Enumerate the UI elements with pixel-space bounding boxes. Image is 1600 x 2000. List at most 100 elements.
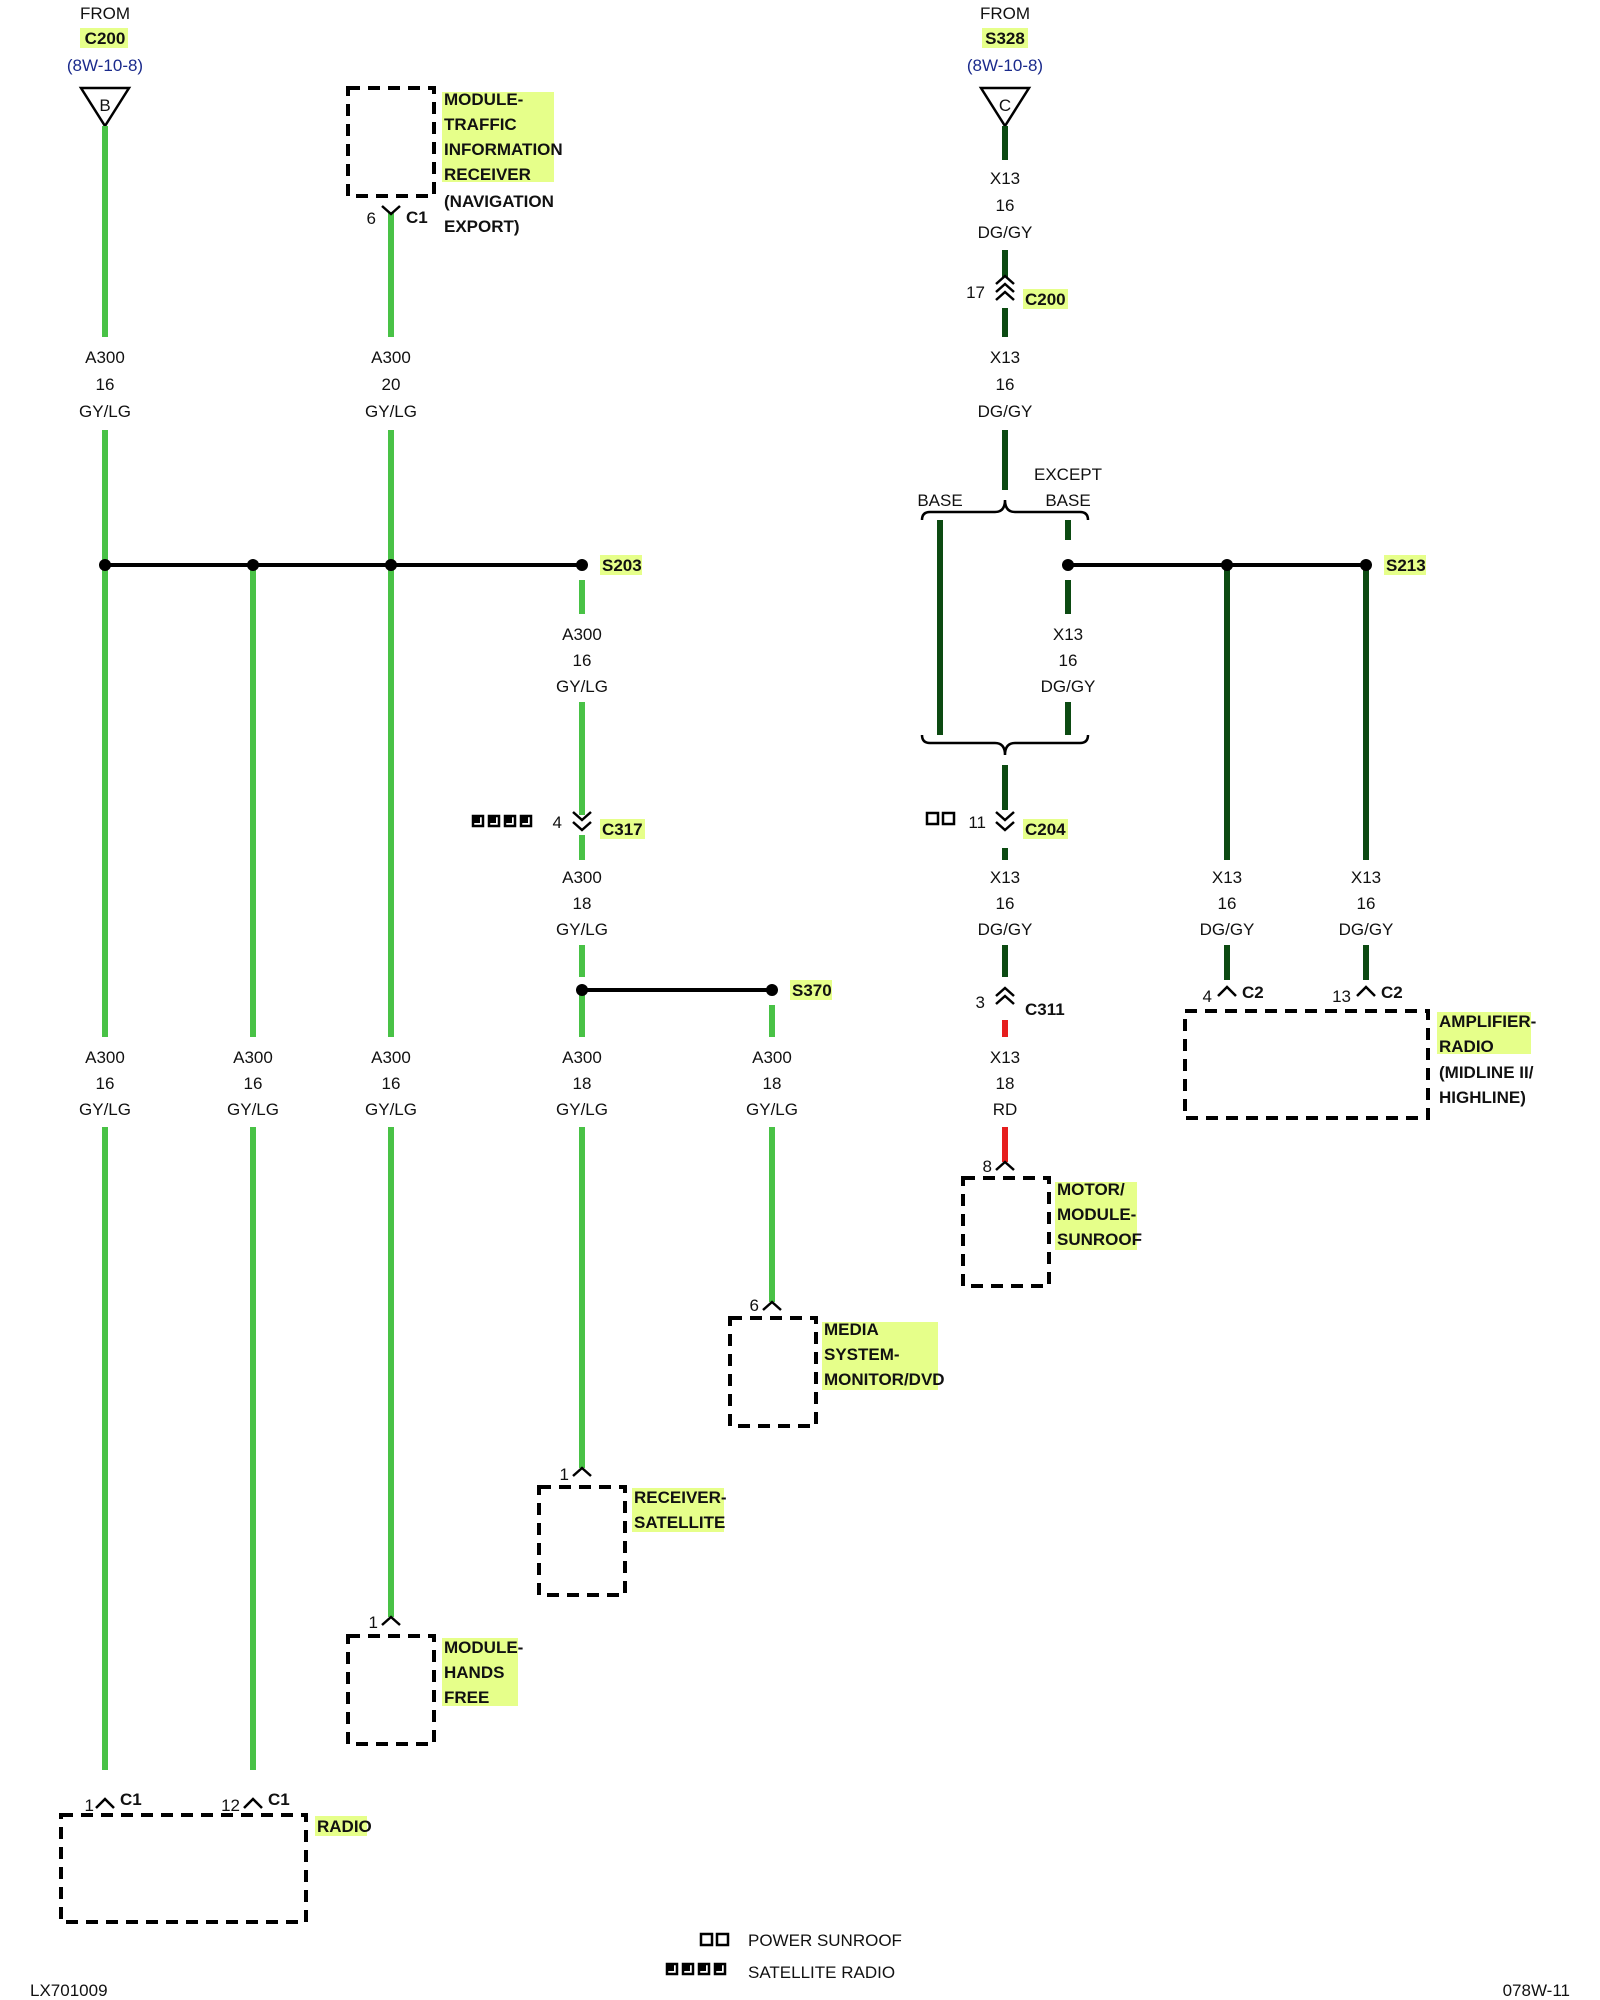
component-label-line: SYSTEM- bbox=[824, 1345, 900, 1364]
pin-8: 8 bbox=[983, 1157, 992, 1176]
source-c-from: FROM bbox=[980, 4, 1030, 23]
splice-dot bbox=[99, 559, 111, 571]
highlight bbox=[315, 1816, 367, 1836]
sunroof-module-box bbox=[961, 1176, 1051, 1288]
bottom-brace bbox=[920, 734, 1090, 756]
splice-dot bbox=[1062, 559, 1074, 571]
footer-left-id: LX701009 bbox=[30, 1981, 108, 2000]
wire-gauge-label: 16 bbox=[1059, 651, 1078, 670]
source-c-triangle bbox=[978, 86, 1032, 129]
pin-1: 1 bbox=[369, 1613, 378, 1632]
component-label-line: INFORMATION bbox=[444, 140, 563, 159]
pin-6: 6 bbox=[367, 209, 376, 228]
component-label-line: MONITOR/DVD bbox=[824, 1370, 945, 1389]
splice-s370-label: S370 bbox=[792, 981, 832, 1000]
connector-symbol bbox=[572, 811, 592, 832]
legend-satellite-radio: SATELLITE RADIO bbox=[748, 1963, 895, 1982]
source-b-from: FROM bbox=[80, 4, 130, 23]
wire-circuit-label: A300 bbox=[752, 1048, 792, 1067]
component-label-line: SATELLITE bbox=[634, 1513, 725, 1532]
wire-gauge-label: 16 bbox=[96, 1074, 115, 1093]
satellite-receiver-box bbox=[537, 1485, 627, 1597]
connector-symbol bbox=[381, 205, 401, 216]
wire-circuit-label: A300 bbox=[371, 1048, 411, 1067]
component-label-line: HANDS bbox=[444, 1663, 504, 1682]
component-note-line: (NAVIGATION bbox=[444, 192, 554, 211]
pin-4: 4 bbox=[1203, 987, 1212, 1006]
component-label-line: RADIO bbox=[1439, 1037, 1494, 1056]
highlight bbox=[442, 92, 554, 182]
satellite-radio-icon bbox=[471, 814, 533, 828]
wire-gauge-label: 16 bbox=[1218, 894, 1237, 913]
power-sunroof-icon bbox=[925, 811, 956, 826]
amplifier-radio-box bbox=[1183, 1009, 1430, 1120]
highlight bbox=[80, 28, 128, 48]
component-label-line: MOTOR/ bbox=[1057, 1180, 1125, 1199]
wire-color-label: GY/LG bbox=[365, 1100, 417, 1119]
wire-color-label: DG/GY bbox=[978, 920, 1033, 939]
splice-dot bbox=[247, 559, 259, 571]
connector-symbol bbox=[995, 811, 1015, 832]
highlight bbox=[1437, 1012, 1531, 1054]
pin-17: 17 bbox=[966, 283, 985, 302]
connector-c2-label: C2 bbox=[1242, 983, 1264, 1002]
component-label-line: MODULE- bbox=[1057, 1205, 1136, 1224]
wire-gauge-label: 16 bbox=[996, 196, 1015, 215]
pin-4: 4 bbox=[553, 813, 562, 832]
component-label-line: SUNROOF bbox=[1057, 1230, 1142, 1249]
connectors: 6 C1 17 C200 4 C317 11 C204 3 C311 bbox=[85, 205, 1403, 1815]
highlight bbox=[1055, 1182, 1137, 1250]
source-b-group: FROM C200 (8W-10-8) B bbox=[67, 4, 143, 129]
pin-13: 13 bbox=[1332, 987, 1351, 1006]
component-label-line: RADIO bbox=[317, 1817, 372, 1836]
component-label-line: RECEIVER- bbox=[634, 1488, 727, 1507]
wire-color-label: DG/GY bbox=[978, 223, 1033, 242]
source-b-letter: B bbox=[99, 96, 110, 115]
wire-gauge-label: 16 bbox=[573, 651, 592, 670]
radio-box bbox=[59, 1813, 308, 1924]
wire-circuit-label: X13 bbox=[990, 169, 1020, 188]
source-b-triangle bbox=[78, 86, 132, 129]
connector-c1-label: C1 bbox=[120, 1790, 142, 1809]
wire-labels: A300 16 GY/LG A300 20 GY/LG X13 16 DG/GY… bbox=[79, 169, 1393, 1119]
highlight bbox=[1023, 289, 1068, 309]
wire-gauge-label: 18 bbox=[996, 1074, 1015, 1093]
wire-gauge-label: 16 bbox=[244, 1074, 263, 1093]
highlight bbox=[982, 28, 1028, 48]
connector-symbol bbox=[995, 1160, 1015, 1171]
wire-circuit-label: A300 bbox=[371, 348, 411, 367]
wire-color-label: DG/GY bbox=[1041, 677, 1096, 696]
splice-s203-label: S203 bbox=[602, 556, 642, 575]
top-brace bbox=[920, 499, 1090, 521]
wire-circuit-label: A300 bbox=[562, 1048, 602, 1067]
wire-circuit-label: A300 bbox=[562, 868, 602, 887]
wire-segments bbox=[102, 126, 1369, 1770]
wire-color-label: GY/LG bbox=[79, 1100, 131, 1119]
highlight bbox=[1023, 819, 1068, 839]
wire-gauge-label: 16 bbox=[996, 375, 1015, 394]
connector-c2-label: C2 bbox=[1381, 983, 1403, 1002]
wire-circuit-label: X13 bbox=[990, 1048, 1020, 1067]
pin-1: 1 bbox=[85, 1796, 94, 1815]
component-label-line: MODULE- bbox=[444, 90, 523, 109]
pin-1: 1 bbox=[560, 1465, 569, 1484]
component-label-line: FREE bbox=[444, 1688, 489, 1707]
component-label-line: MODULE- bbox=[444, 1638, 523, 1657]
wire-color-label: GY/LG bbox=[227, 1100, 279, 1119]
wire-gauge-label: 16 bbox=[996, 894, 1015, 913]
connector-symbol bbox=[1356, 985, 1376, 997]
highlight bbox=[822, 1322, 938, 1390]
wire-circuit-label: A300 bbox=[562, 625, 602, 644]
splice-dot bbox=[1360, 559, 1372, 571]
media-system-box bbox=[728, 1316, 818, 1428]
power-sunroof-icon bbox=[699, 1932, 730, 1947]
option-base-label: BASE bbox=[917, 491, 962, 510]
connector-c1-label: C1 bbox=[268, 1790, 290, 1809]
source-c-connector: S328 bbox=[985, 29, 1025, 48]
splice-dot bbox=[576, 984, 588, 996]
splice-dot bbox=[1221, 559, 1233, 571]
source-c-group: FROM S328 (8W-10-8) C bbox=[967, 4, 1043, 129]
component-note-line: HIGHLINE) bbox=[1439, 1088, 1526, 1107]
wire-circuit-label: X13 bbox=[1053, 625, 1083, 644]
